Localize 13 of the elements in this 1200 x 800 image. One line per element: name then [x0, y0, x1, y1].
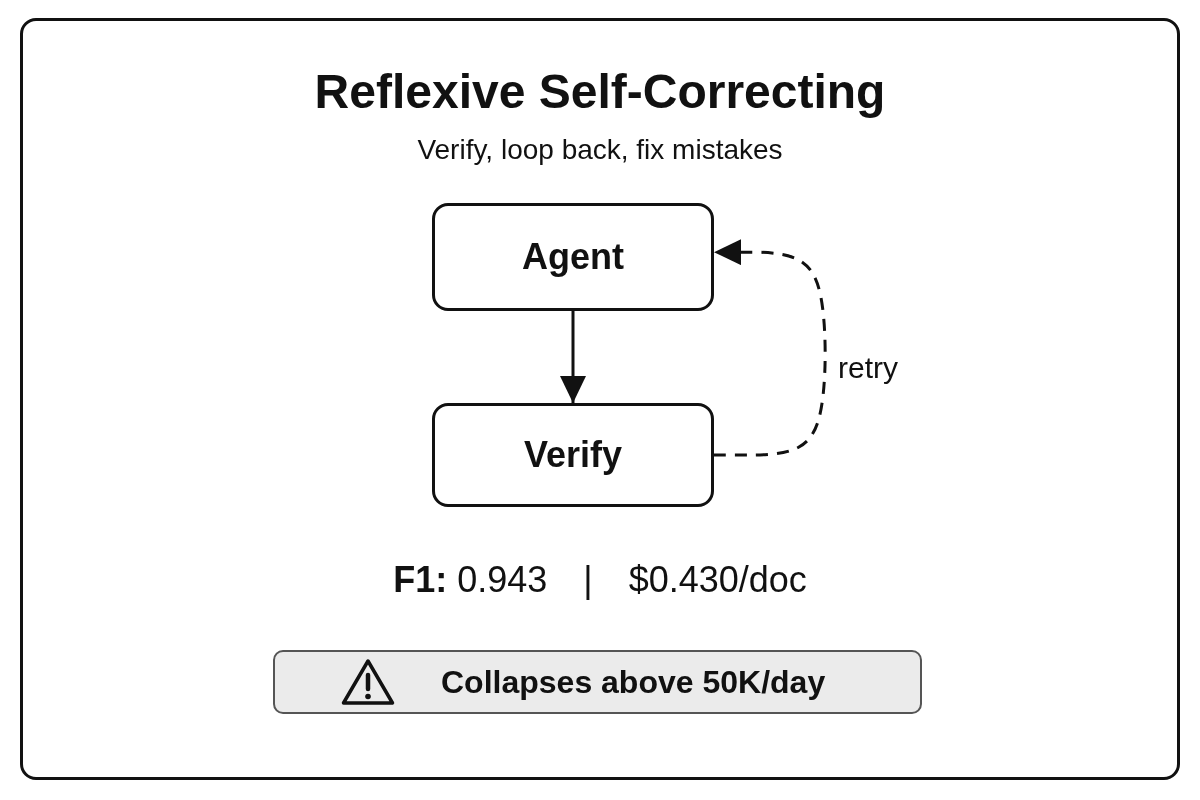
warning-text: Collapses above 50K/day [441, 663, 826, 701]
subtitle: Verify, loop back, fix mistakes [416, 133, 784, 167]
separator: | [583, 559, 593, 601]
node-label: Verify [523, 434, 623, 476]
dashed-arrow [714, 239, 827, 457]
node-label: Agent [522, 236, 624, 278]
process-box [432, 403, 714, 507]
arrow [560, 311, 586, 403]
cost-per-doc: $0.430/doc [628, 559, 807, 601]
warning-banner [273, 650, 922, 714]
process-box [432, 203, 714, 311]
title: Reflexive Self-Correcting [313, 64, 887, 120]
f1-score: F1: 0.943 [393, 559, 548, 601]
